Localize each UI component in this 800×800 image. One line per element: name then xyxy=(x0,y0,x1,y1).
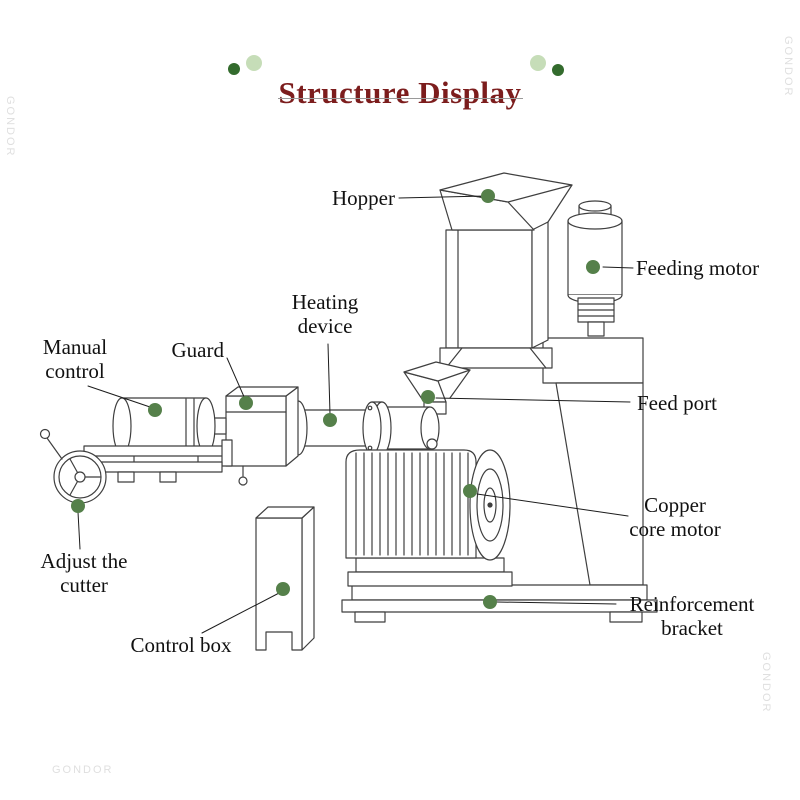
watermark: GONDOR xyxy=(4,96,16,158)
label-adjust-cutter: Adjust the cutter xyxy=(40,549,128,597)
label-manual-control: Manual control xyxy=(42,335,108,383)
manual-control-anchor-dot xyxy=(148,403,162,417)
hopper-funnel xyxy=(439,172,573,231)
stand-pedestal xyxy=(542,337,644,586)
watermark: GONDOR xyxy=(52,764,114,776)
watermark: GONDOR xyxy=(782,36,794,98)
leader-lines xyxy=(77,195,634,634)
watermark: GONDOR xyxy=(760,652,772,714)
barrel-heating-device xyxy=(278,400,440,456)
adjust-cutter-anchor-dot xyxy=(71,499,85,513)
cutter-assembly xyxy=(83,439,248,486)
label-reinforcement-bracket: Reinforcement bracket xyxy=(629,592,755,640)
guard xyxy=(225,386,299,467)
reinforcement-bracket-anchor-dot xyxy=(483,595,497,609)
label-feeding-motor: Feeding motor xyxy=(636,256,760,280)
control-box xyxy=(255,506,315,651)
anchor-dots xyxy=(71,189,600,609)
feeding-motor-anchor-dot xyxy=(586,260,600,274)
title-decor-dot-right-dark xyxy=(552,64,564,76)
title-decor-dot-left-dark xyxy=(228,63,240,75)
label-control-box: Control box xyxy=(130,633,232,657)
hopper-chute xyxy=(439,221,553,369)
label-feed-port: Feed port xyxy=(637,391,717,415)
control-box-anchor-dot xyxy=(276,582,290,596)
feeding-motor xyxy=(567,200,623,337)
label-copper-core-motor: Copper core motor xyxy=(629,493,721,541)
title-decor-dot-left-light xyxy=(246,55,262,71)
copper-core-motor-anchor-dot xyxy=(463,484,477,498)
copper-core-motor xyxy=(345,449,513,587)
feed-port-anchor-dot xyxy=(421,390,435,404)
label-heating-device: Heating device xyxy=(291,290,359,338)
guard-anchor-dot xyxy=(239,396,253,410)
label-guard: Guard xyxy=(171,338,224,362)
heating-device-anchor-dot xyxy=(323,413,337,427)
page-title: Structure Display xyxy=(278,74,522,110)
feed-port xyxy=(403,361,471,415)
label-hopper: Hopper xyxy=(332,186,395,210)
title-underline xyxy=(278,98,523,99)
title-decor-dot-right-light xyxy=(530,55,546,71)
hopper-anchor-dot xyxy=(481,189,495,203)
handwheel xyxy=(39,428,107,504)
